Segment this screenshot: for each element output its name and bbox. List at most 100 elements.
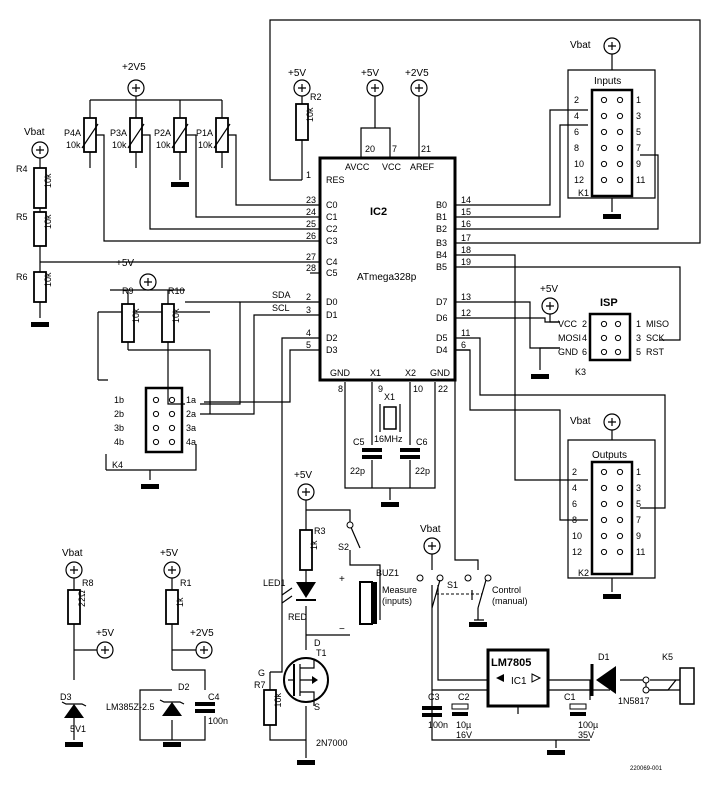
x1-name: X1 — [384, 392, 395, 402]
outputs-pin-label: 3 — [636, 483, 641, 493]
ic2-pin-number: 11 — [461, 328, 470, 338]
ic2-pin-label: B5 — [436, 262, 447, 272]
inputs-pin-label: 9 — [636, 159, 641, 169]
crystal-x1: X1 16MHz — [374, 392, 403, 444]
ic2-pin-label: C5 — [326, 268, 338, 278]
ic2-pin-label: AVCC — [345, 162, 370, 172]
inputs-pin-label: 2 — [574, 95, 579, 105]
ic2-pin-label: B3 — [436, 238, 447, 248]
d2-name: D2 — [178, 682, 190, 692]
ic2-pin-number: 7 — [392, 144, 397, 154]
k4-pin-label: 3a — [186, 423, 196, 433]
ic2-pin-label: D2 — [326, 333, 338, 343]
mosfet-t1: D T1 G S 2N7000 — [258, 638, 348, 748]
ic2-pin-number: 13 — [461, 292, 471, 302]
k4-pin-label: 1b — [114, 395, 124, 405]
plus-symbol — [36, 146, 44, 154]
ic2-pin-label: C1 — [326, 212, 338, 222]
c6-name: C6 — [416, 437, 428, 447]
ic2-pin-number: 15 — [461, 207, 471, 217]
ic2-pin-number: 17 — [461, 233, 471, 243]
s1-right2: (manual) — [492, 596, 528, 606]
k5-name: K5 — [662, 652, 673, 662]
ic1-part: LM7805 — [491, 657, 531, 669]
resistor-value: 10k — [305, 107, 315, 122]
isp-pin-number: 1 — [636, 319, 641, 329]
inputs-pin — [616, 144, 624, 152]
resistor-name: R4 — [16, 164, 28, 174]
buz1-minus: − — [339, 624, 345, 635]
isp-pin-label: MISO — [646, 319, 669, 329]
inputs-pin — [616, 160, 624, 168]
isp-pin — [600, 320, 608, 328]
isp-title: ISP — [600, 297, 618, 309]
s1-left1: Measure — [382, 585, 417, 595]
c3-value: 100n — [428, 720, 448, 730]
k4-pin — [152, 438, 160, 446]
resistor-value: 1k — [175, 597, 185, 607]
inputs-pin-label: 1 — [636, 95, 641, 105]
resistor-name: R2 — [310, 92, 322, 102]
rail-label: +5V — [361, 68, 379, 79]
zener-d3: D3 5V1 — [60, 692, 87, 734]
ic2-pin-number: 8 — [338, 384, 343, 394]
isp-pin-number: 2 — [582, 319, 587, 329]
d3-name: D3 — [60, 692, 72, 702]
ic2-pin-label: B0 — [436, 200, 447, 210]
k4-pin — [168, 396, 176, 404]
ic2-pin-number: 12 — [461, 308, 471, 318]
plus-symbol — [144, 278, 152, 286]
diode-d1: D1 1N5817 — [590, 652, 650, 706]
ic2-pin-label: D1 — [326, 310, 338, 320]
rail-label: +5V — [116, 258, 134, 269]
d1-part: 1N5817 — [618, 696, 650, 706]
c1-name: C1 — [564, 692, 576, 702]
k4-pin — [152, 396, 160, 404]
ic2-pin-label: D6 — [436, 313, 448, 323]
resistor-value: 22Ω — [77, 590, 87, 607]
k4-pin — [152, 410, 160, 418]
rail-label: Vbat — [62, 548, 83, 559]
isp-pin-label: SCK — [646, 333, 665, 343]
outputs-pin — [616, 500, 624, 508]
outputs-title: Outputs — [592, 450, 627, 461]
plus-symbol — [200, 646, 208, 654]
isp-pin-label: MOSI — [558, 333, 581, 343]
ic2-pin-label: AREF — [410, 162, 435, 172]
plus-symbol — [415, 84, 423, 92]
resistor-r6 — [33, 271, 47, 303]
k4-name: K4 — [112, 460, 123, 470]
ic2-pin-label: RES — [326, 175, 345, 185]
c5-name: C5 — [353, 437, 365, 447]
c1-voltage: 35V — [578, 730, 594, 740]
inputs-pin — [600, 96, 608, 104]
ic2-pin-number: 22 — [438, 384, 448, 394]
plus-symbol — [608, 42, 616, 50]
sda-label: SDA — [272, 290, 291, 300]
c6-value: 22p — [415, 466, 430, 476]
resistors: 10kR210kR410kR510kR610kR910kR101kR310kR7… — [16, 92, 326, 726]
rail-label: +5V — [160, 548, 178, 559]
ic2-pin-label: GND — [430, 368, 451, 378]
c2-name: C2 — [458, 692, 470, 702]
inputs-pin-label: 10 — [574, 159, 584, 169]
ic2-pin-number: 18 — [461, 245, 471, 255]
buz1-plus: + — [339, 574, 345, 585]
c5-value: 22p — [350, 466, 365, 476]
s1-name: S1 — [447, 580, 458, 590]
ic2-pin-number: 2 — [306, 292, 311, 302]
t1-name: T1 — [316, 648, 327, 658]
ic2-pin-label: B2 — [436, 224, 447, 234]
ground-symbol — [603, 214, 621, 219]
ic2-pin-number: 20 — [365, 144, 375, 154]
buzzer-buz1: BUZ1 + − — [339, 568, 399, 635]
isp-pin-number: 5 — [636, 347, 641, 357]
zener-d2: D2 LM385Z-2.5 — [106, 682, 190, 716]
outputs-pin — [616, 484, 624, 492]
inputs-pin — [600, 112, 608, 120]
t1-g: G — [258, 668, 265, 678]
outputs-pin — [600, 500, 608, 508]
rail-label: Vbat — [24, 127, 45, 138]
